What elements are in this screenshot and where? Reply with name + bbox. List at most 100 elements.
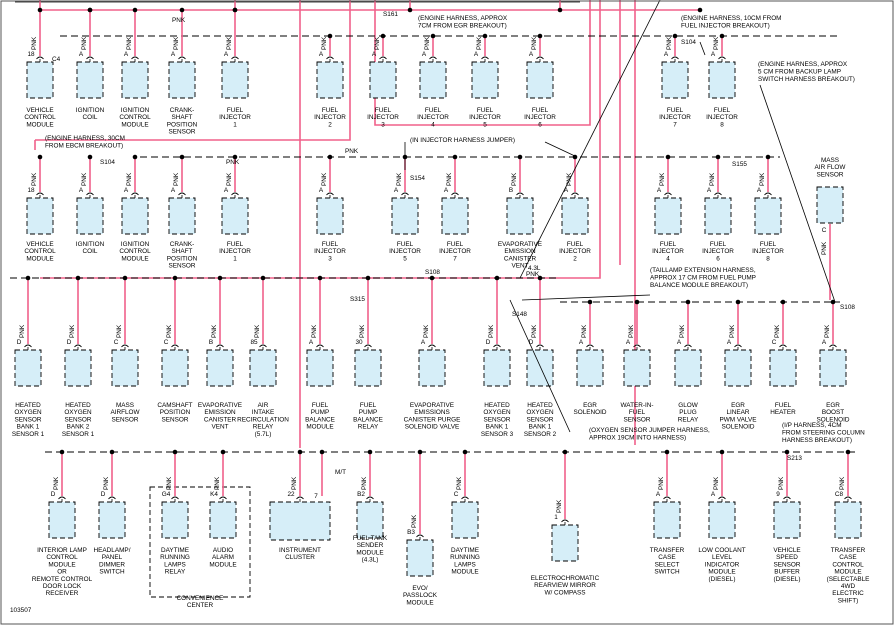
row3-label-4-line: CANISTER [204,416,237,423]
row1-splice-dot-5 [327,33,333,39]
row2-label-13-line: AIR FLOW [815,164,847,171]
row3-label-5-line: RECIRCULATION [237,416,289,423]
row3-splice-dot-16 [830,299,836,305]
row2-splice-dot-4 [232,154,238,160]
row1-splice-dot-3 [179,7,185,13]
row3-splice-dot-13 [685,299,691,305]
row1-label-7-line: INJECTOR [417,114,449,121]
row3-pin-7: 30 [355,339,363,346]
row3-splice-dot-10 [537,275,543,281]
row3-splice-dot-4 [217,275,223,281]
row4-label-12-line: BUFFER [774,569,800,576]
note-line: (TAILLAMP EXTENSION HARNESS, [650,267,756,274]
row4-pnk-2: PNK [166,476,173,490]
c4-label: C4 [52,56,61,63]
row3-pnk-2: PNK [116,324,123,338]
row2-splice-dot-10 [665,154,671,160]
row3-component-16 [819,349,847,387]
connector-cap [86,192,94,196]
note-line: (ENGINE HARNESS, 10CM FROM [681,15,782,22]
note-n6: (TAILLAMP EXTENSION HARNESS,APPROX 17 CM… [650,267,756,289]
row1-label-5-line: 2 [328,121,332,128]
row2-component-12 [754,197,782,235]
row2-label-6-line: 5 [403,255,407,262]
row4-label-4-line: CLUSTER [285,554,315,561]
note-line: (ENGINE HARNESS, 30CM [45,135,125,142]
note-line: (ENGINE HARNESS, APPROX [418,15,508,22]
connector-cap [178,192,186,196]
row3-label-2-line: MASS [116,402,134,409]
splice-s154: S154 [410,175,425,182]
row2-splice-dot-8 [517,154,523,160]
row4-pin-2: G4 [162,491,171,498]
row4-pnk-1: PNK [103,476,110,490]
mt-label: M/T [335,469,346,476]
connector-cap [416,534,424,538]
row1-pin-7: A [422,51,427,58]
row2-component-7 [441,197,469,235]
connector-cap [493,344,501,348]
row3-label-2-line: AIRFLOW [110,409,140,416]
row2-label-1-line: IGNITION [76,241,105,248]
row2-pnk-11: PNK [709,172,716,186]
connector-cap [379,56,387,60]
splice-s108: S108 [425,269,440,276]
row3-pin-5: 85 [250,339,258,346]
row1-pnk-4: PNK [226,36,233,50]
row3-label-1-line: SENSOR [65,416,92,423]
row1-label-6-line: FUEL [375,107,392,114]
row3-label-5-line: AIR [258,402,269,409]
row1-component-8 [471,61,499,99]
row4-pnk-12: PNK [778,476,785,490]
row4-splice-dot-8 [462,449,468,455]
row3-component-8 [418,349,446,387]
row4-component-0 [48,501,76,539]
connector-cap [74,344,82,348]
row3-label-10-line: HEATED [527,402,553,409]
row4-label-8-line: MODULE [451,569,478,576]
splice-dot [697,7,703,13]
row3-pnk-8: PNK [423,324,430,338]
row4-splice-dot-6 [367,449,373,455]
row3-label-4-line: EMISSION [204,409,236,416]
row3-label-0-line: OXYGEN [14,409,42,416]
row4-label-11-line: LEVEL [712,554,732,561]
connector-cap [36,56,44,60]
row3-pnk-9: PNK [488,324,495,338]
row2-label-0-line: MODULE [26,255,53,262]
row3-component-1 [64,349,92,387]
splice-s104-top: S104 [681,39,696,46]
row2-pin-2: A [124,187,129,194]
row1-component-9 [526,61,554,99]
row4-label-1-line: SWITCH [99,569,125,576]
row1-pin-1: A [79,51,84,58]
row1-splice-dot-8 [482,33,488,39]
connector-cap [536,344,544,348]
connector-cap [633,344,641,348]
row1-label-0-line: CONTROL [24,114,56,121]
row3-label-7-line: FUEL [360,402,377,409]
connector-cap [536,56,544,60]
row3-label-5-line: INTAKE [252,409,275,416]
row1-label-4-line: FUEL [227,107,244,114]
connector-cap [231,192,239,196]
row1-label-1-line: IGNITION [76,107,105,114]
row4-pin-6: B2 [357,491,365,498]
row2-label-11-line: INJECTOR [702,248,734,255]
connector-cap [461,496,469,500]
row1-pnk-11: PNK [713,36,720,50]
row2-label-4-line: INJECTOR [219,248,251,255]
row3-pin-3: C [164,339,169,346]
row1-label-9-line: INJECTOR [524,114,556,121]
row4-label-0-line: RECEIVER [46,590,79,597]
